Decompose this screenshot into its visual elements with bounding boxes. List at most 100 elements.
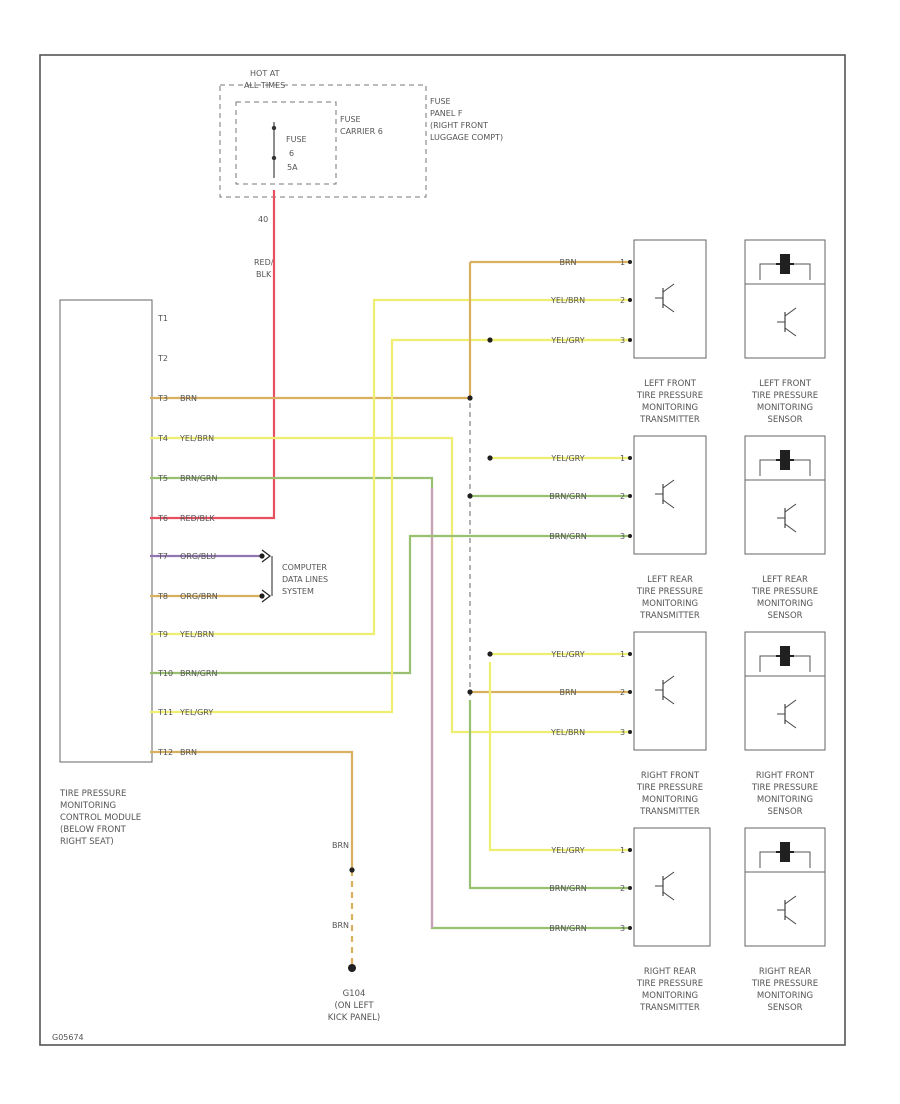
transmitter-4-terminal-2: [628, 886, 632, 890]
transmitter-3-wire-label-2: BRN: [559, 688, 576, 697]
transmitter-4-pin-1: 1: [620, 846, 625, 855]
transmitter-symbol-emitter-4: [662, 891, 675, 901]
fuse-panel-label-2: PANEL F: [430, 109, 463, 118]
transmitter-box-2: [633, 435, 707, 555]
transmitter-4-pin-3: 3: [620, 924, 625, 933]
module-wire-label-11: YEL/GRY: [179, 708, 213, 717]
bus-splice-5: [487, 651, 493, 657]
data-line-terminal-2: [259, 593, 265, 599]
bus-splice-6: [467, 689, 473, 695]
sensor-symbol-emitter-4: [784, 915, 797, 925]
transmitter-box-4: [633, 827, 711, 947]
module-name-line-4: (BELOW FRONT: [60, 825, 127, 835]
data-line-arrow-2: [261, 589, 271, 603]
module-pin-4: T4: [157, 434, 168, 443]
sensor-symbol-emitter-2: [784, 523, 797, 533]
wire-rr-brngrn: [468, 700, 630, 890]
transmitter-1-terminal-2: [628, 298, 632, 302]
transmitter-box-1: [633, 239, 707, 359]
data-lines-label-3: SYSTEM: [282, 587, 314, 596]
wire-t5-brngrn: [150, 476, 630, 930]
feed-wire-label-2: BLK: [256, 270, 272, 279]
ground-point: [348, 964, 356, 972]
sensor-4-label-2: TIRE PRESSURE: [751, 979, 818, 989]
sensor-symbol-collector-4: [784, 895, 797, 905]
transmitter-2-terminal-3: [628, 534, 632, 538]
transmitter-symbol-emitter-1: [662, 303, 675, 313]
transmitter-1-label-4: TRANSMITTER: [639, 415, 700, 425]
outer-frame: [39, 54, 846, 1046]
transmitter-2-wire-label-1: YEL/GRY: [550, 454, 584, 463]
transmitter-4-wire-label-1: YEL/GRY: [550, 846, 584, 855]
transmitter-1-terminal-3: [628, 338, 632, 342]
module-wire-label-5: BRN/GRN: [180, 474, 217, 483]
sensor-1-label-1: LEFT FRONT: [759, 379, 812, 389]
sensor-symbol-emitter-1: [784, 327, 797, 337]
transmitter-symbol-collector-4: [662, 871, 675, 881]
data-line-arrow-1: [261, 549, 271, 563]
module-pin-12: T12: [157, 748, 173, 757]
module-wire-label-3: BRN: [180, 394, 197, 403]
transmitter-2-pin-3: 3: [620, 532, 625, 541]
module-wire-label-4: YEL/BRN: [179, 434, 214, 443]
ground-splice: [349, 867, 355, 873]
transmitter-4-terminal-3: [628, 926, 632, 930]
sensor-symbol-collector-2: [784, 503, 797, 513]
transmitter-3-label-2: TIRE PRESSURE: [636, 783, 703, 793]
sensor-2-label-2: TIRE PRESSURE: [751, 587, 818, 597]
transmitter-2-pin-1: 1: [620, 454, 625, 463]
transmitter-2-label-1: LEFT REAR: [647, 575, 693, 585]
fuse-carrier-label-2: CARRIER 6: [340, 127, 383, 136]
sensor-4-label-4: SENSOR: [767, 1003, 802, 1013]
sensor-4-label-1: RIGHT REAR: [759, 967, 811, 977]
transmitter-symbol-emitter-2: [662, 499, 675, 509]
module-pin-5: T5: [157, 474, 168, 483]
sensor-2-label-4: SENSOR: [767, 611, 802, 621]
module-wire-label-6: RED/BLK: [180, 514, 215, 523]
transmitter-1-wire-label-2: YEL/BRN: [550, 296, 585, 305]
module-pin-11: T11: [157, 708, 173, 717]
wire-t10-brngrn: [150, 534, 630, 675]
data-lines-label-1: COMPUTER: [282, 563, 327, 572]
module-pin-3: T3: [157, 394, 168, 403]
fuse-terminal-top: [271, 125, 277, 131]
transmitter-1-terminal-1: [628, 260, 632, 264]
transmitter-2-label-4: TRANSMITTER: [639, 611, 700, 621]
ground-wire-label-lower: BRN: [332, 921, 349, 930]
control-module-box: [59, 299, 153, 763]
transmitter-1-label-3: MONITORING: [642, 403, 698, 413]
hot-label-1: HOT AT: [250, 69, 280, 78]
bus-splice-4: [467, 493, 473, 499]
wire-red-feed: [150, 190, 276, 520]
transmitter-2-wire-label-2: BRN/GRN: [549, 492, 586, 501]
transmitter-1-label-2: TIRE PRESSURE: [636, 391, 703, 401]
transmitter-1-wire-label-1: BRN: [559, 258, 576, 267]
sensor-1-label-2: TIRE PRESSURE: [751, 391, 818, 401]
transmitter-4-label-3: MONITORING: [642, 991, 698, 1001]
module-pin-2: T2: [157, 354, 168, 363]
transmitter-2-terminal-1: [628, 456, 632, 460]
ground-label-2: (ON LEFT: [334, 1001, 374, 1011]
transmitter-3-terminal-3: [628, 730, 632, 734]
feed-wire-label-1: RED/: [254, 258, 274, 267]
transmitter-4-terminal-1: [628, 848, 632, 852]
wire-t9-yelbrn: [150, 298, 630, 636]
sensor-3-label-2: TIRE PRESSURE: [751, 783, 818, 793]
transmitter-symbol-collector-3: [662, 675, 675, 685]
fuse-terminal-bottom: [271, 155, 277, 161]
sensor-3-label-1: RIGHT FRONT: [756, 771, 815, 781]
module-wire-label-8: ORG/BRN: [180, 592, 218, 601]
sensor-4-label-3: MONITORING: [757, 991, 813, 1001]
bus-splice-2: [487, 337, 493, 343]
sensor-3-label-3: MONITORING: [757, 795, 813, 805]
transmitter-2-terminal-2: [628, 494, 632, 498]
fuse-panel-label-3: (RIGHT FRONT: [430, 121, 488, 130]
bus-splice-3: [487, 455, 493, 461]
hot-label-2: ALL TIMES: [244, 81, 285, 90]
transmitter-3-wire-label-1: YEL/GRY: [550, 650, 584, 659]
data-lines-label-2: DATA LINES: [282, 575, 328, 584]
transmitter-2-wire-label-3: BRN/GRN: [549, 532, 586, 541]
